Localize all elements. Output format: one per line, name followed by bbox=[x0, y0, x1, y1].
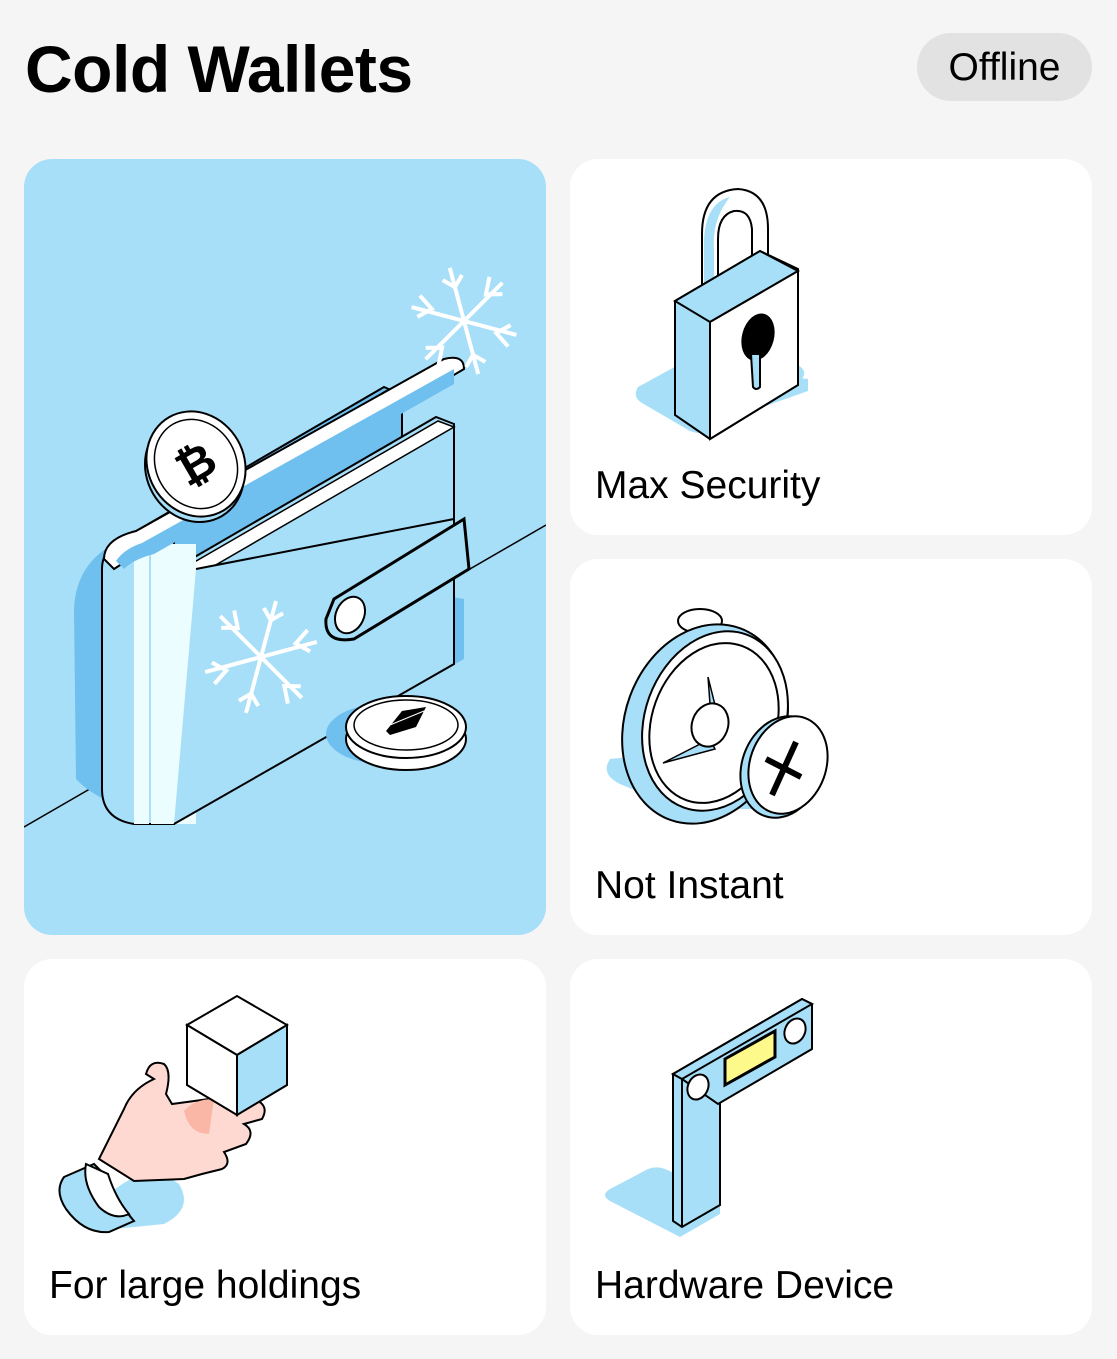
padlock-icon bbox=[635, 187, 808, 441]
hardware-usb-device-icon bbox=[605, 997, 815, 1237]
card-label: For large holdings bbox=[49, 1264, 362, 1307]
bitcoin-coin-icon: ₿ bbox=[143, 410, 247, 524]
page-title: Cold Wallets bbox=[25, 32, 413, 106]
card-label: Hardware Device bbox=[595, 1264, 895, 1307]
wallet-with-coins-icon: ₿ bbox=[24, 267, 546, 828]
snowflake-icon bbox=[204, 600, 318, 714]
status-badge: Offline bbox=[917, 33, 1092, 101]
feature-card-max-security: Max Security bbox=[570, 159, 1092, 535]
feature-card-not-instant: Not Instant bbox=[570, 559, 1092, 935]
stopwatch-with-x-icon bbox=[606, 608, 829, 825]
feature-card-large-holdings: For large holdings bbox=[24, 959, 546, 1335]
hero-card: ₿ bbox=[24, 159, 546, 935]
hand-holding-cube-icon bbox=[58, 994, 289, 1234]
card-label: Max Security bbox=[595, 464, 821, 507]
ethereum-coin-icon bbox=[326, 695, 467, 771]
snowflake-icon bbox=[411, 267, 517, 375]
card-label: Not Instant bbox=[595, 864, 784, 907]
feature-card-hardware-device: Hardware Device bbox=[570, 959, 1092, 1335]
